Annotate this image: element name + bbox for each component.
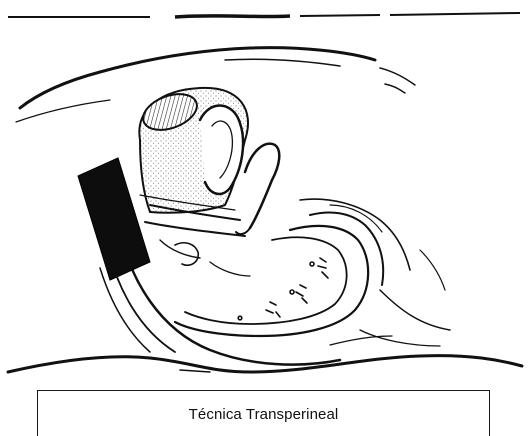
top-border-strokes — [8, 13, 520, 17]
ultrasound-probe — [78, 158, 150, 280]
figure-caption: Técnica Transperineal — [189, 406, 339, 423]
rectum — [175, 205, 383, 336]
transperineal-ultrasound-illustration — [0, 0, 529, 380]
uterus — [200, 106, 279, 235]
caption-box: Técnica Transperineal — [37, 390, 490, 436]
